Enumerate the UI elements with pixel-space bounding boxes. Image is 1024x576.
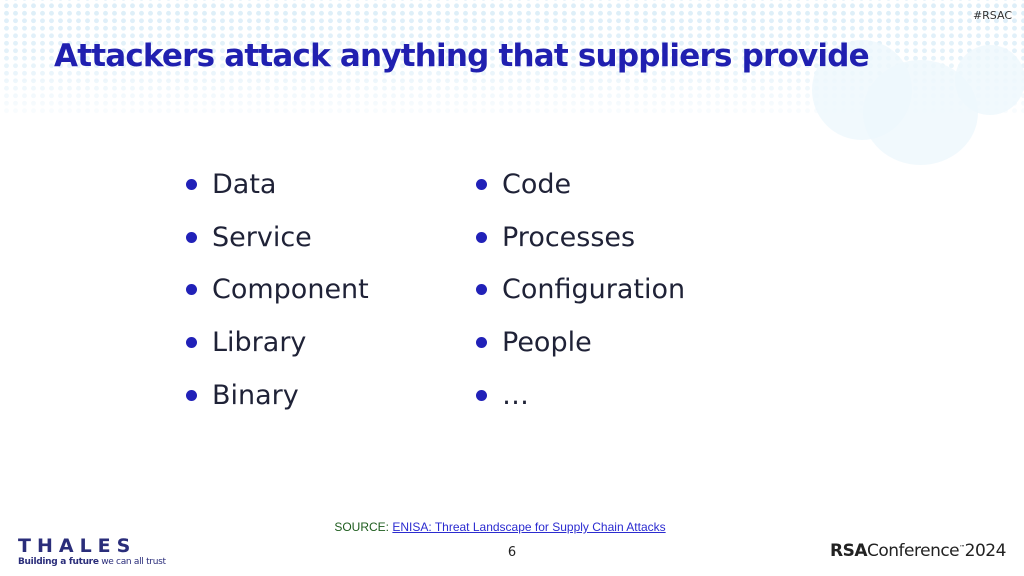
list-item: Configuration	[476, 264, 685, 317]
bullet-icon	[186, 231, 197, 243]
bullet-icon	[476, 178, 487, 190]
bullet-icon	[476, 337, 487, 349]
bullet-icon	[476, 390, 487, 402]
slide-title: Attackers attack anything that suppliers…	[54, 38, 870, 74]
list-item: …	[476, 369, 685, 422]
bullet-icon	[186, 337, 197, 349]
list-item: Library	[186, 316, 369, 369]
rsac-logo: RSAConference™2024	[830, 541, 1006, 561]
list-item: Processes	[476, 211, 685, 264]
thales-wordmark: THALES	[18, 535, 137, 557]
decor-circle	[955, 45, 1024, 115]
source-link[interactable]: ENISA: Threat Landscape for Supply Chain…	[392, 520, 666, 534]
bullet-list-left: Data Service Component Library Binary	[186, 158, 369, 422]
hashtag: #RSAC	[972, 9, 1012, 22]
thales-tagline: Building a future we can all trust	[18, 557, 166, 567]
list-item: Component	[186, 264, 369, 317]
list-item: Data	[186, 158, 369, 211]
bullet-icon	[186, 178, 197, 190]
bullet-icon	[476, 284, 487, 296]
list-item: Service	[186, 211, 369, 264]
bullet-icon	[186, 284, 197, 296]
page-number: 6	[507, 545, 517, 560]
bullet-list-right: Code Processes Configuration People …	[476, 158, 685, 422]
bullet-icon	[476, 231, 487, 243]
list-item: Binary	[186, 369, 369, 422]
thales-logo: THALES Building a future we can all trus…	[18, 535, 166, 568]
list-item: Code	[476, 158, 685, 211]
source-label: SOURCE:	[334, 520, 390, 534]
bullet-icon	[186, 390, 197, 402]
list-item: People	[476, 316, 685, 369]
source-citation: SOURCE: ENISA: Threat Landscape for Supp…	[0, 520, 1000, 534]
